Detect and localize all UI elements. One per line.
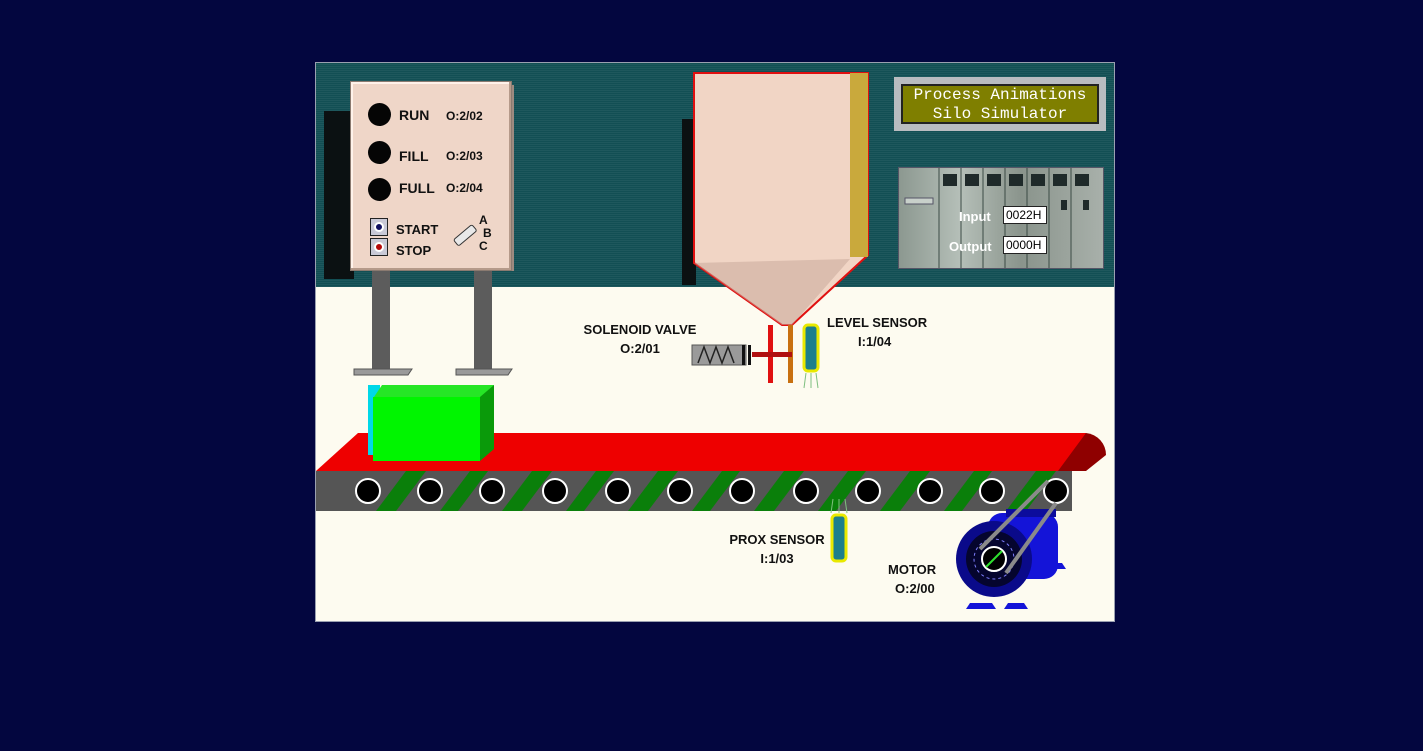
silo-simulator-canvas: RUN O:2/02 FILL O:2/03 FULL O:2/04 START…	[315, 62, 1115, 622]
level-beam-3	[816, 373, 818, 388]
motor-address: O:2/00	[895, 582, 935, 595]
plc-output-label: Output	[949, 239, 992, 254]
plc-modules	[899, 168, 1103, 268]
run-lamp-address: O:2/02	[446, 110, 483, 122]
stop-button[interactable]	[370, 238, 388, 256]
level-sensor-body	[804, 325, 818, 371]
plc-input-value: 0022H	[1003, 206, 1047, 224]
prox-sensor-label: PROX SENSOR	[720, 533, 834, 546]
selector-a-label: A	[479, 214, 488, 226]
title-box: Process Animations Silo Simulator	[894, 77, 1106, 131]
selector-b-label: B	[483, 227, 492, 239]
prox-sensor-body	[832, 515, 846, 561]
solenoid-plate1	[742, 345, 745, 365]
start-button[interactable]	[370, 218, 388, 236]
box-front	[373, 397, 480, 461]
solenoid-address: O:2/01	[580, 342, 700, 355]
solenoid-stem	[752, 352, 792, 357]
plc-input-label: Input	[959, 209, 991, 224]
level-sensor-address: I:1/04	[858, 335, 891, 348]
stand-foot-left	[354, 369, 412, 375]
full-lamp-address: O:2/04	[446, 182, 483, 194]
full-lamp-label: FULL	[399, 181, 435, 195]
box-side	[480, 385, 494, 461]
plc-output-value: 0000H	[1003, 236, 1047, 254]
stand-foot-right	[456, 369, 512, 375]
title-line-1: Process Animations	[903, 86, 1097, 105]
title-line-2: Silo Simulator	[903, 105, 1097, 124]
fill-lamp-address: O:2/03	[446, 150, 483, 162]
stop-label: STOP	[396, 244, 431, 257]
silo-side-highlight	[850, 73, 868, 257]
prox-sensor-address: I:1/03	[720, 552, 834, 565]
start-label: START	[396, 223, 438, 236]
solenoid-plate2	[748, 345, 751, 365]
title-display: Process Animations Silo Simulator	[901, 84, 1099, 124]
level-beam-1	[804, 373, 806, 388]
selector-c-label: C	[479, 240, 488, 252]
full-lamp-icon	[368, 178, 391, 201]
run-lamp-label: RUN	[399, 108, 429, 122]
fill-lamp-label: FILL	[399, 149, 429, 163]
plc-rack: Input 0022H Output 0000H	[898, 167, 1104, 269]
panel-stand-left	[372, 271, 390, 371]
run-lamp-icon	[368, 103, 391, 126]
motor-label: MOTOR	[888, 563, 936, 576]
solenoid-label: SOLENOID VALVE	[580, 323, 700, 336]
box-top	[374, 385, 494, 397]
panel-stand-right	[474, 271, 492, 371]
level-sensor-label: LEVEL SENSOR	[827, 316, 927, 329]
fill-lamp-icon	[368, 141, 391, 164]
